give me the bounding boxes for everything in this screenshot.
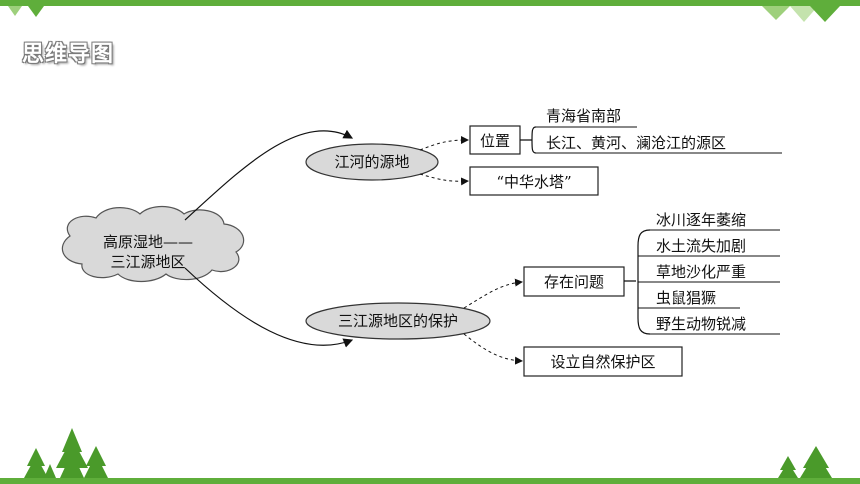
- triangle-decor-icon: [28, 6, 44, 17]
- triangle-decor-icon: [810, 6, 840, 22]
- branch2-to-problems-connector: [463, 278, 523, 309]
- tree-decor-icon: [778, 446, 832, 478]
- triangle-decor-icon: [762, 6, 790, 20]
- problems-node: 存在问题: [523, 266, 625, 297]
- location-bracket: [520, 126, 537, 154]
- triangle-decor-icon: [790, 6, 818, 22]
- problem-item: 水土流失加剧: [656, 237, 746, 255]
- problem-item: 虫鼠猖獗: [656, 289, 716, 307]
- tree-decor-icon: [24, 428, 108, 478]
- problem-item: 冰川逐年萎缩: [656, 211, 746, 229]
- branch1-label: 江河的源地: [334, 153, 409, 171]
- branch1-to-location-connector: [419, 136, 469, 151]
- root-to-branch2-connector: [184, 267, 354, 348]
- problem-item: 草地沙化严重: [656, 263, 746, 281]
- triangle-decor-icon: [8, 6, 22, 16]
- root-to-branch1-connector: [184, 129, 354, 221]
- location-item: 青海省南部: [546, 107, 621, 125]
- branch-node-protection: 三江源地区的保护: [305, 302, 491, 340]
- problem-item: 野生动物锐减: [656, 315, 746, 333]
- nature-reserve-node: 设立自然保护区: [523, 346, 683, 377]
- root-cloud-node: 高原湿地—— 三江源地区: [61, 205, 245, 283]
- problems-label: 存在问题: [544, 273, 604, 291]
- branch2-to-reserve-connector: [463, 333, 523, 365]
- root-label-line1: 高原湿地——: [103, 233, 193, 251]
- water-tower-node: “中华水塔”: [469, 166, 599, 196]
- water-tower-label: “中华水塔”: [496, 173, 571, 191]
- bottom-decor-bar: [0, 478, 860, 484]
- root-label-line2: 三江源地区: [110, 253, 185, 271]
- branch2-label: 三江源地区的保护: [338, 312, 458, 330]
- branch-node-source-area: 江河的源地: [305, 143, 439, 181]
- location-item: 长江、黄河、澜沧江的源区: [546, 134, 726, 152]
- location-label: 位置: [480, 132, 510, 150]
- page-title: 思维导图: [22, 42, 115, 67]
- top-decor-bar: [0, 0, 860, 22]
- location-node: 位置: [469, 125, 521, 155]
- nature-reserve-label: 设立自然保护区: [550, 353, 655, 371]
- branch1-to-watertower-connector: [419, 173, 469, 186]
